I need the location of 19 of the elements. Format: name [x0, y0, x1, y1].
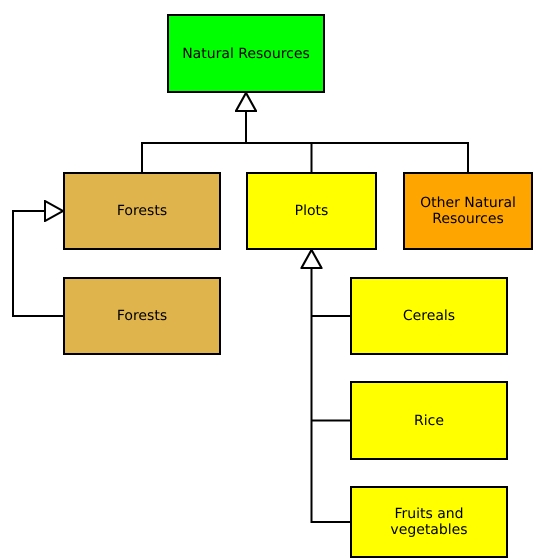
class-box — [63, 277, 221, 355]
class-name: Other Natural Resources — [419, 195, 517, 227]
class-name: Cereals — [402, 308, 456, 324]
class-box — [403, 172, 533, 250]
class-box — [167, 14, 325, 93]
inheritance-arrow — [235, 92, 469, 172]
class-box — [350, 277, 508, 355]
class-box — [246, 172, 377, 250]
class-name: Forests — [116, 308, 168, 324]
class-box — [63, 172, 221, 250]
inheritance-arrow — [300, 249, 350, 523]
class-name: Forests — [116, 203, 168, 219]
class-name: Plots — [294, 203, 330, 219]
class-box — [350, 381, 508, 460]
class-box — [350, 486, 508, 558]
class-name: Natural Resources — [181, 46, 311, 62]
class-name: Fruits and vegetables — [389, 506, 469, 538]
inheritance-arrow — [12, 200, 64, 317]
class-name: Rice — [413, 412, 445, 428]
